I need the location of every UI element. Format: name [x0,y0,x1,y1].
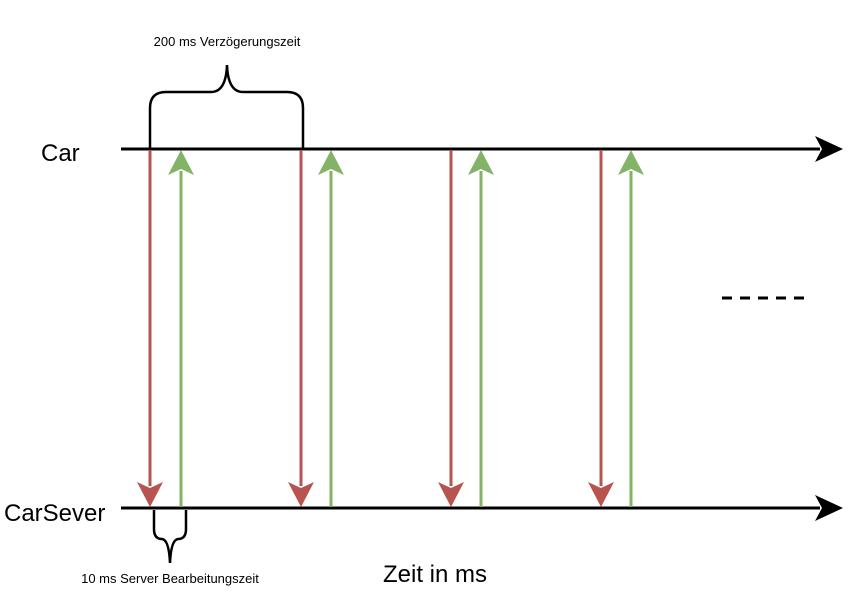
request-arrow-3 [438,150,464,507]
response-arrow-2 [318,150,344,507]
response-arrow-3 [468,150,494,507]
response-arrow-1 [168,150,194,507]
server-label: CarSever [4,500,105,527]
server-timeline-arrowhead [815,495,843,521]
car-label: Car [41,140,80,167]
request-arrow-4 [588,150,614,507]
delay-brace [148,64,305,148]
processing-label: 10 ms Server Bearbeitungszeit [81,571,259,586]
delay-label: 200 ms Verzögerungszeit [154,34,301,49]
processing-brace [152,510,188,564]
time-axis-label: Zeit in ms [383,561,487,588]
response-arrow-4 [618,150,644,507]
request-arrow-2 [288,150,314,507]
car-timeline-arrowhead [815,136,843,162]
request-arrow-1 [137,150,163,507]
